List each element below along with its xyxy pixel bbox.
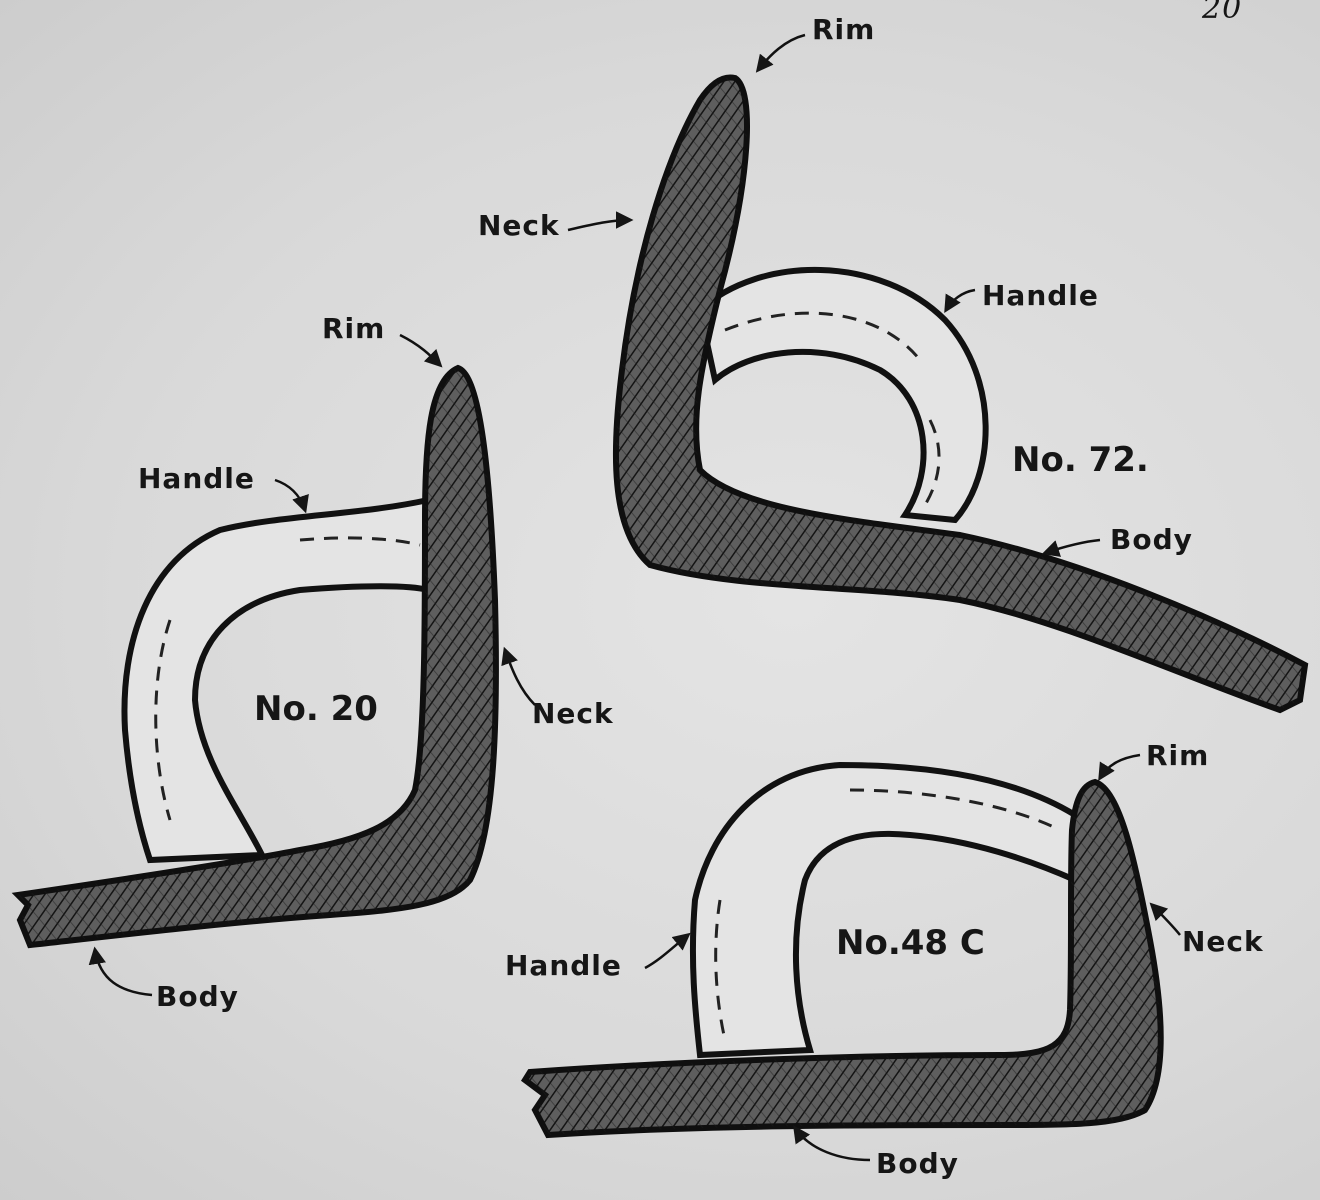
label-neck-no-72: Neck — [478, 212, 560, 240]
handle-no-20 — [124, 500, 428, 860]
title-no-20: No. 20 — [254, 692, 378, 726]
handle-no-72 — [700, 270, 986, 520]
rim-pointer-no-48c — [1100, 755, 1140, 778]
handle-pointer-no-48c — [645, 935, 688, 968]
title-no-72: No. 72. — [1012, 443, 1149, 477]
label-body-no-20: Body — [156, 983, 239, 1011]
label-body-no-72: Body — [1110, 526, 1193, 554]
handle-pointer-no-72 — [946, 290, 975, 310]
label-handle-no-48c: Handle — [505, 952, 622, 980]
label-body-no-48c: Body — [876, 1150, 959, 1178]
page-number: 20 — [1202, 0, 1242, 24]
figure-no-72 — [568, 35, 1305, 710]
figure-no-20 — [18, 335, 535, 995]
label-handle-no-20: Handle — [138, 465, 255, 493]
rim-pointer-no-72 — [758, 35, 805, 70]
neck-pointer-no-20 — [505, 650, 535, 705]
neck-pointer-no-48c — [1152, 905, 1180, 935]
label-handle-no-72: Handle — [982, 282, 1099, 310]
label-rim-no-20: Rim — [322, 315, 385, 343]
body-pointer-no-72 — [1045, 540, 1100, 553]
rim-pointer-no-20 — [400, 335, 440, 365]
label-rim-no-48c: Rim — [1146, 742, 1209, 770]
handle-pointer-no-20 — [275, 480, 305, 510]
label-neck-no-48c: Neck — [1182, 928, 1264, 956]
sherd-section-no-20 — [18, 368, 496, 945]
title-no-48c: No.48 C — [836, 926, 985, 960]
label-neck-no-20: Neck — [532, 700, 614, 728]
body-pointer-no-48c — [795, 1128, 870, 1160]
handle-no-48c — [693, 765, 1075, 1055]
neck-pointer-no-72 — [568, 220, 630, 230]
label-rim-no-72: Rim — [812, 16, 875, 44]
body-pointer-no-20 — [95, 950, 152, 995]
